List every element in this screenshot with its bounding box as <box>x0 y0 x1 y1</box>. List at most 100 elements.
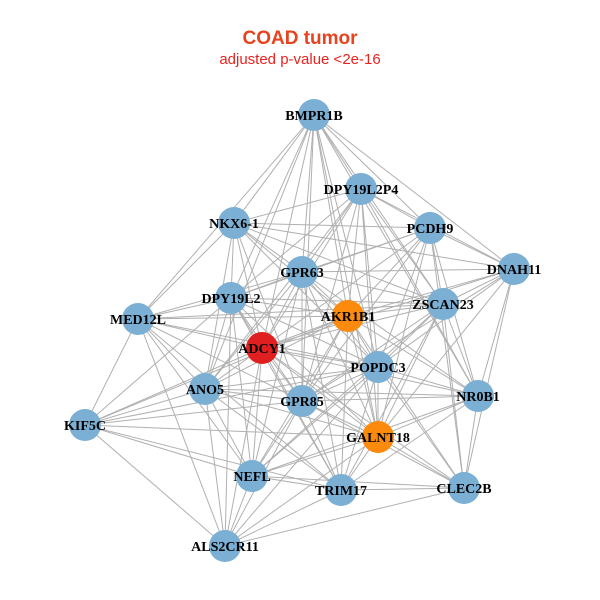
node-label-akr1b1: AKR1B1 <box>321 310 375 325</box>
edge-adcy1-als2cr11 <box>224 347 263 547</box>
edge-dnah11-clec2b <box>463 268 515 489</box>
node-adcy1[interactable] <box>246 332 278 364</box>
edge-bmpr1b-dpy19l2 <box>230 114 315 299</box>
node-popdc3[interactable] <box>362 351 394 383</box>
node-label-als2cr11: ALS2CR11 <box>191 540 259 555</box>
node-label-zscan23: ZSCAN23 <box>412 298 473 313</box>
edge-popdc3-als2cr11 <box>224 366 379 547</box>
edge-bmpr1b-zscan23 <box>313 114 444 305</box>
node-gpr63[interactable] <box>286 256 318 288</box>
node-kif5c[interactable] <box>69 409 101 441</box>
edge-adcy1-kif5c <box>84 347 263 426</box>
edge-ano5-als2cr11 <box>204 388 226 547</box>
edge-dpy19l2-galnt18 <box>230 297 379 438</box>
node-trim17[interactable] <box>325 474 357 506</box>
edge-ano5-trim17 <box>204 388 342 491</box>
edge-dpy19l2p4-akr1b1 <box>347 188 362 317</box>
node-ano5[interactable] <box>189 373 221 405</box>
edge-pcdh9-adcy1 <box>261 227 431 349</box>
edge-bmpr1b-galnt18 <box>313 114 379 438</box>
node-akr1b1[interactable] <box>332 300 364 332</box>
node-label-popdc3: POPDC3 <box>350 361 405 376</box>
node-label-pcdh9: PCDH9 <box>407 222 454 237</box>
node-med12l[interactable] <box>122 303 154 335</box>
node-gpr85[interactable] <box>286 385 318 417</box>
node-label-nkx6-1: NKX6-1 <box>209 217 259 232</box>
edge-dpy19l2p4-ano5 <box>204 188 362 390</box>
edge-nefl-clec2b <box>251 475 465 489</box>
node-dpy19l2[interactable] <box>215 282 247 314</box>
edge-nkx6-1-gpr85 <box>233 222 303 402</box>
edge-akr1b1-med12l <box>137 315 349 320</box>
edge-med12l-als2cr11 <box>137 318 226 547</box>
node-als2cr11[interactable] <box>209 530 241 562</box>
edge-trim17-als2cr11 <box>224 489 342 547</box>
edge-akr1b1-trim17 <box>340 315 349 491</box>
node-nkx6-1[interactable] <box>218 207 250 239</box>
edge-dpy19l2p4-nkx6-1 <box>233 188 362 224</box>
edge-galnt18-nefl <box>251 436 379 477</box>
edge-ano5-nefl <box>204 388 253 477</box>
node-nefl[interactable] <box>236 460 268 492</box>
node-label-clec2b: CLEC2B <box>436 482 491 497</box>
edge-bmpr1b-nkx6-1 <box>233 114 315 224</box>
edge-bmpr1b-dnah11 <box>313 114 515 270</box>
edge-zscan23-med12l <box>137 303 444 320</box>
node-label-bmpr1b: BMPR1B <box>285 109 343 124</box>
edge-dpy19l2p4-nr0b1 <box>360 188 479 397</box>
chart-title: COAD tumor <box>242 28 358 49</box>
node-label-adcy1: ADCY1 <box>238 342 285 357</box>
edge-kif5c-als2cr11 <box>84 424 226 547</box>
edge-dpy19l2-kif5c <box>84 297 232 426</box>
edge-zscan23-galnt18 <box>377 303 444 438</box>
edge-nkx6-1-dnah11 <box>233 222 515 270</box>
node-pcdh9[interactable] <box>414 212 446 244</box>
edge-pcdh9-clec2b <box>429 227 465 489</box>
edge-galnt18-als2cr11 <box>224 436 379 547</box>
edge-med12l-kif5c <box>84 318 139 426</box>
node-nr0b1[interactable] <box>462 380 494 412</box>
edge-bmpr1b-pcdh9 <box>313 114 431 229</box>
edge-dpy19l2p4-gpr85 <box>301 188 362 402</box>
edge-ano5-nr0b1 <box>204 388 479 397</box>
node-dnah11[interactable] <box>498 253 530 285</box>
edge-ano5-gpr85 <box>204 388 303 402</box>
edge-bmpr1b-nr0b1 <box>313 114 479 397</box>
node-label-med12l: MED12L <box>110 313 166 328</box>
edge-bmpr1b-akr1b1 <box>313 114 349 317</box>
edge-zscan23-trim17 <box>340 303 444 491</box>
node-zscan23[interactable] <box>427 288 459 320</box>
edge-nr0b1-trim17 <box>340 395 479 491</box>
edge-nkx6-1-zscan23 <box>233 222 444 305</box>
edge-dnah11-nr0b1 <box>477 268 515 397</box>
edge-zscan23-nr0b1 <box>442 303 479 397</box>
edge-popdc3-nefl <box>251 366 379 477</box>
edge-dnah11-galnt18 <box>377 268 515 438</box>
edge-popdc3-nr0b1 <box>377 366 479 397</box>
node-label-dpy19l2p4: DPY19L2P4 <box>324 183 399 198</box>
node-clec2b[interactable] <box>448 472 480 504</box>
node-label-dnah11: DNAH11 <box>487 263 541 278</box>
edge-dpy19l2p4-popdc3 <box>360 188 379 368</box>
edge-bmpr1b-ano5 <box>204 114 315 390</box>
node-bmpr1b[interactable] <box>298 99 330 131</box>
node-galnt18[interactable] <box>362 421 394 453</box>
edge-gpr63-zscan23 <box>301 271 444 305</box>
edge-dpy19l2p4-gpr63 <box>301 188 362 273</box>
edge-nkx6-1-pcdh9 <box>233 222 431 229</box>
edge-clec2b-als2cr11 <box>224 487 465 547</box>
edge-adcy1-popdc3 <box>261 347 379 368</box>
node-dpy19l2p4[interactable] <box>345 173 377 205</box>
edge-med12l-adcy1 <box>137 318 263 349</box>
node-label-ano5: ANO5 <box>186 383 224 398</box>
node-label-nefl: NEFL <box>233 470 270 485</box>
edge-pcdh9-popdc3 <box>377 227 431 368</box>
edge-gpr85-nr0b1 <box>301 395 479 402</box>
edge-kif5c-nefl <box>84 424 253 477</box>
edge-gpr85-trim17 <box>301 400 342 491</box>
edge-gpr63-trim17 <box>301 271 342 491</box>
nodes-layer <box>69 99 530 562</box>
edge-adcy1-nefl <box>251 347 263 477</box>
edge-trim17-clec2b <box>340 487 465 491</box>
